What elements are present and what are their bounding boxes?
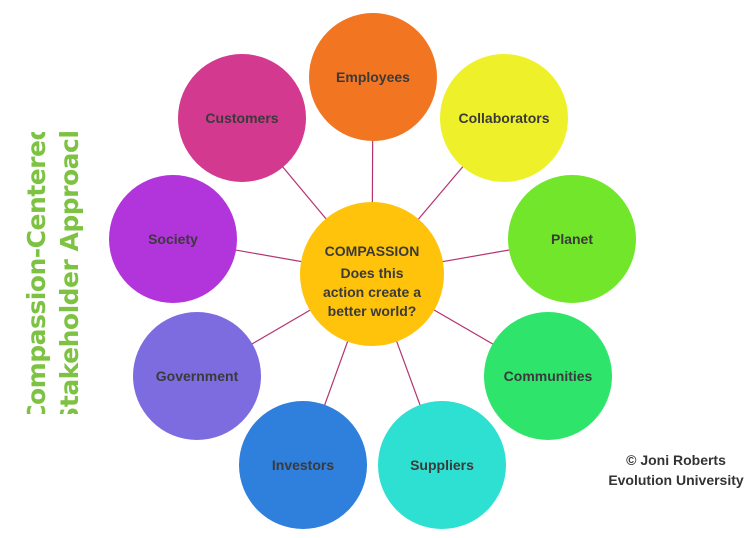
stakeholder-node-customers: Customers [178, 54, 306, 182]
stakeholder-circle-government [133, 312, 261, 440]
diagram-title-svg: Compassion-Centered Stakeholder Approach [22, 121, 84, 424]
stakeholder-node-investors: Investors [239, 401, 367, 529]
stakeholder-node-planet: Planet [508, 175, 636, 303]
credit-author: © Joni Roberts [626, 452, 726, 468]
stakeholder-label-investors: Investors [272, 457, 334, 473]
stakeholder-node-communities: Communities [484, 312, 612, 440]
stakeholder-circle-planet [508, 175, 636, 303]
center-question-line-3: better world? [328, 303, 417, 319]
center-node: COMPASSION Does this action create a bet… [300, 202, 444, 346]
stakeholder-circle-customers [178, 54, 306, 182]
stakeholder-node-suppliers: Suppliers [378, 401, 506, 529]
stakeholder-circle-communities [484, 312, 612, 440]
center-question-line-1: Does this [340, 265, 403, 281]
stakeholder-label-communities: Communities [504, 368, 593, 384]
stakeholder-label-planet: Planet [551, 231, 593, 247]
stakeholder-nodes: EmployeesCollaboratorsPlanetCommunitiesS… [109, 13, 636, 529]
diagram-title: Compassion-Centered Stakeholder Approach [15, 121, 87, 424]
stakeholder-circle-employees [309, 13, 437, 141]
title-line-2: Stakeholder Approach [55, 132, 84, 414]
stakeholder-label-society: Society [148, 231, 198, 247]
stakeholder-circle-suppliers [378, 401, 506, 529]
stakeholder-node-employees: Employees [309, 13, 437, 141]
stakeholder-label-government: Government [156, 368, 239, 384]
copyright-credit: © Joni Roberts Evolution University [606, 450, 746, 490]
stakeholder-node-collaborators: Collaborators [440, 54, 568, 182]
title-line-1: Compassion-Centered [22, 132, 51, 414]
credit-organization: Evolution University [608, 472, 744, 488]
stakeholder-label-customers: Customers [205, 110, 278, 126]
stakeholder-label-collaborators: Collaborators [458, 110, 549, 126]
stakeholder-label-suppliers: Suppliers [410, 457, 474, 473]
center-question-line-2: action create a [323, 284, 421, 300]
stakeholder-node-government: Government [133, 312, 261, 440]
stakeholder-circle-investors [239, 401, 367, 529]
stakeholder-circle-collaborators [440, 54, 568, 182]
center-circle [300, 202, 444, 346]
stakeholder-node-society: Society [109, 175, 237, 303]
stakeholder-label-employees: Employees [336, 69, 410, 85]
stakeholder-circle-society [109, 175, 237, 303]
center-heading: COMPASSION [325, 243, 420, 259]
